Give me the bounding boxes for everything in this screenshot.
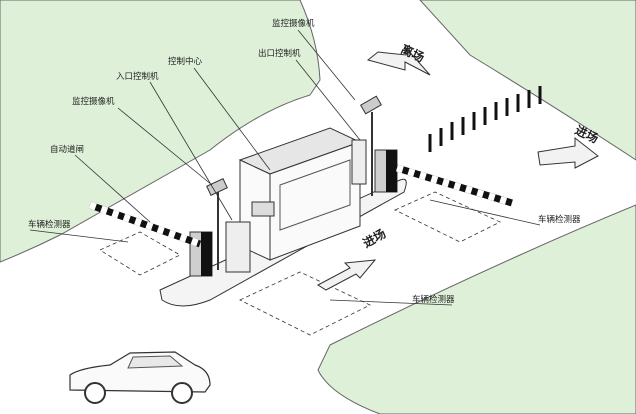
- label-control-center: 控制中心: [168, 56, 203, 67]
- ground-top-right: [419, 0, 636, 161]
- label-detector-bottom: 车辆检测器: [412, 294, 455, 305]
- leader-lines: [29, 29, 541, 306]
- arrow-enter-center: [317, 259, 377, 291]
- label-camera-left: 监控摄像机: [72, 96, 115, 107]
- arrow-enter-right: [537, 136, 599, 169]
- fence: [428, 86, 542, 152]
- detector-loops: [99, 191, 501, 336]
- ground-bottom-right: [317, 204, 636, 414]
- computer-icon: [251, 201, 275, 217]
- exit-controller-box: [351, 139, 367, 185]
- camera-right: [360, 95, 382, 196]
- label-entry-controller: 入口控制机: [116, 71, 159, 82]
- label-camera-top: 监控摄像机: [272, 18, 315, 29]
- label-exit-controller: 出口控制机: [258, 48, 301, 59]
- entry-controller-box: [225, 221, 251, 273]
- arrow-exit: [366, 46, 431, 76]
- exit-gate: [351, 139, 514, 207]
- label-auto-gate: 自动道闸: [50, 144, 84, 155]
- label-detector-left: 车辆检测器: [28, 219, 71, 230]
- camera-left: [206, 178, 228, 270]
- control-booth: [238, 127, 362, 261]
- entry-barrier-arm: [88, 201, 202, 248]
- exit-barrier-arm: [395, 164, 514, 207]
- car-icon: [69, 351, 211, 404]
- label-enter-center: 进场: [360, 226, 388, 251]
- entry-gate: [88, 201, 251, 277]
- ground-top-left: [0, 0, 321, 263]
- label-detector-right: 车辆检测器: [538, 214, 581, 225]
